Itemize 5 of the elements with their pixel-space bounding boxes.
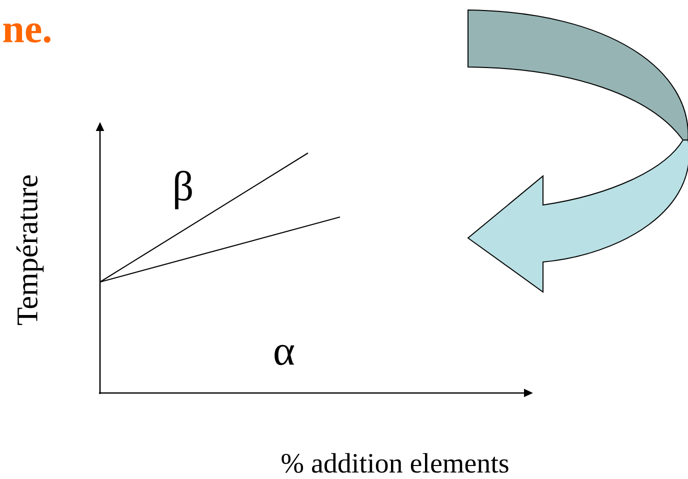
- axis-label: % addition elements: [282, 453, 508, 473]
- title: ne.: [3, 23, 50, 43]
- axis-label: Température: [16, 175, 44, 325]
- phase-label: β: [175, 170, 192, 210]
- phase-label: α: [274, 344, 294, 366]
